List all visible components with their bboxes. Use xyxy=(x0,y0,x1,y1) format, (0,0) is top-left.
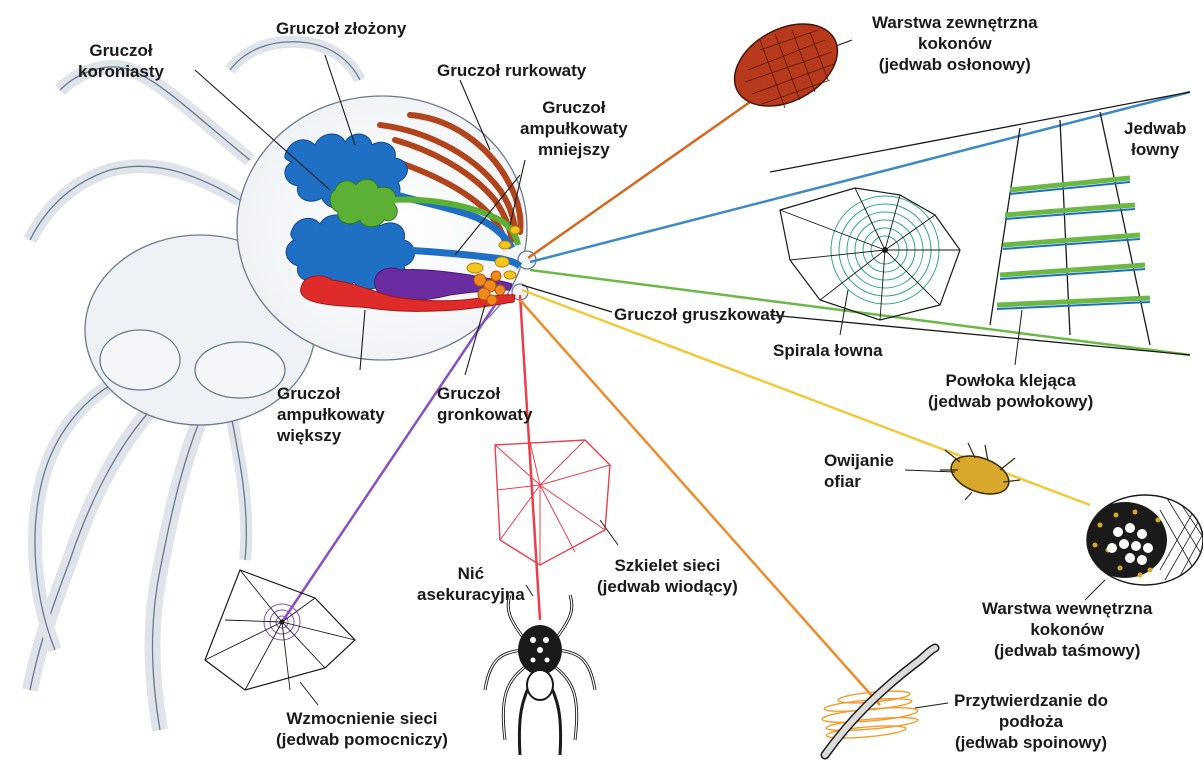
spider-leg xyxy=(230,410,246,560)
wrapped-prey xyxy=(905,443,1020,501)
label-warstwa-zewnetrzna: Warstwa zewnętrzna kokonów (jedwab osłon… xyxy=(872,12,1038,75)
spider-leg xyxy=(30,166,240,240)
label-gruczol-ampulkowaty-mniejszy: Gruczoł ampułkowaty mniejszy xyxy=(520,97,628,160)
label-gruczol-rurkowaty: Gruczoł rurkowaty xyxy=(437,60,586,81)
label-wzmocnienie-sieci: Wzmocnienie sieci (jedwab pomocniczy) xyxy=(276,708,448,750)
framework-web xyxy=(495,440,618,565)
label-spirala-lowna: Spirala łowna xyxy=(773,340,883,361)
label-owijanie-ofiar: Owijanie ofiar xyxy=(824,450,894,492)
label-gruczol-ampulkowaty-wiekszy: Gruczoł ampułkowaty większy xyxy=(277,383,385,446)
label-gruczol-gruszkowaty: Gruczoł gruszkowaty xyxy=(614,304,785,325)
orb-web xyxy=(780,188,1022,365)
label-gruczol-zlozony: Gruczoł złożony xyxy=(276,18,406,39)
attachment-disc xyxy=(822,648,948,755)
label-jedwab-lowny: Jedwab łowny xyxy=(1124,118,1186,160)
spider-leg xyxy=(230,42,360,80)
spider-leg xyxy=(35,380,120,650)
label-gruczol-koroniasty: Gruczoł koroniasty xyxy=(78,40,164,82)
label-szkielet-sieci: Szkielet sieci (jedwab wiodący) xyxy=(597,555,738,597)
label-powloka-klejaca: Powłoka klejąca (jedwab powłokowy) xyxy=(928,370,1093,412)
cocoon-inner xyxy=(1083,495,1203,600)
cocoon-outer xyxy=(721,7,852,122)
label-warstwa-wewnetrzna: Warstwa wewnętrzna kokonów (jedwab taśmo… xyxy=(982,598,1152,661)
label-gruczol-gronkowaty: Gruczoł gronkowaty xyxy=(437,383,532,425)
reinforcement-web xyxy=(205,570,355,705)
label-nic-asekuracyjna: Nić asekuracyjna xyxy=(417,563,525,605)
label-przytwierdzanie: Przytwierdzanie do podłoża (jedwab spoin… xyxy=(954,690,1108,753)
